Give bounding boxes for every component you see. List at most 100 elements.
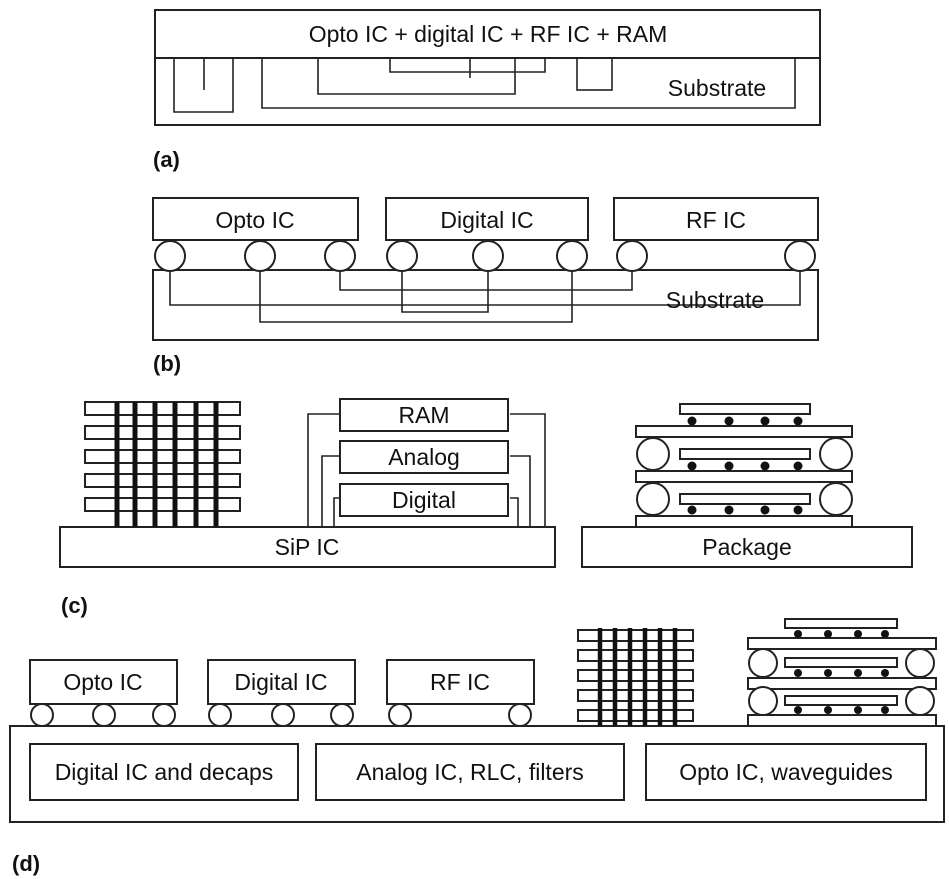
panel-b-chip-opto-label: Opto IC xyxy=(215,207,294,233)
panel-a-via-box xyxy=(576,57,613,91)
panel-d-pop-ball xyxy=(905,648,935,678)
panel-d-stack-die xyxy=(577,649,694,662)
panel-d-embedded-analog-label: Analog IC, RLC, filters xyxy=(356,759,584,785)
panel-d-pop-stack xyxy=(747,618,937,727)
panel-b-route-2 xyxy=(259,270,573,323)
panel-d-ball xyxy=(330,703,354,727)
panel-c-pop-ball xyxy=(636,437,670,471)
panel-b-chip-digital-label: Digital IC xyxy=(440,207,533,233)
panel-c-pop-layer xyxy=(635,470,853,483)
panel-c-pop-layer xyxy=(635,515,853,528)
panel-c-bondwire xyxy=(510,455,531,527)
panel-d-stack-die xyxy=(577,689,694,702)
panel-d-embedded-analog xyxy=(315,743,625,801)
panel-d-tag: (d) xyxy=(12,851,40,876)
panel-c-pop-ball xyxy=(636,482,670,516)
panel-a-substrate xyxy=(154,9,821,126)
panel-d-ball xyxy=(271,703,295,727)
panel-b-ball xyxy=(616,240,648,272)
panel-c-wirebond-stack: RAM Analog Digital xyxy=(307,398,546,527)
panel-d-pop-ball xyxy=(905,686,935,716)
panel-d-stack-die xyxy=(577,669,694,682)
panel-c-tag: (c) xyxy=(61,593,88,618)
panel-c-bondwire xyxy=(510,497,519,527)
panel-c-analog-label: Analog xyxy=(388,444,460,470)
panel-d-chip-rf xyxy=(386,659,535,705)
panel-d-pop-die xyxy=(784,695,898,706)
panel-d-ball xyxy=(208,703,232,727)
panel-c-tsv-lines xyxy=(114,402,219,527)
panel-c-digital-die xyxy=(339,483,509,517)
panel-d-embedded-opto-label: Opto IC, waveguides xyxy=(679,759,893,785)
panel-b-route-4 xyxy=(401,270,489,313)
panel-a-route-mid xyxy=(317,58,516,95)
panel-c-pop-ball xyxy=(819,482,853,516)
panel-c-pop-layer xyxy=(635,425,853,438)
panel-d-chip-digital-label: Digital IC xyxy=(234,669,327,695)
panel-c-stack-die xyxy=(84,497,241,512)
panel-c-stack-die xyxy=(84,473,241,488)
panel-c-stack-die xyxy=(84,401,241,416)
panel-b-tag: (b) xyxy=(153,351,181,376)
panel-a-route-short xyxy=(389,58,546,73)
panel-b: Substrate Opto IC Digital IC RF IC (b) xyxy=(152,197,819,376)
panel-d-chip-opto-label: Opto IC xyxy=(63,669,142,695)
panel-c-pop-die xyxy=(679,403,811,415)
panel-c-bondwire xyxy=(307,413,340,527)
panel-c: SiP IC RAM xyxy=(59,398,913,618)
panel-d-ball xyxy=(152,703,176,727)
panel-c-bondwire xyxy=(321,455,340,527)
panel-d-pop-ball xyxy=(748,648,778,678)
panel-c-stack-die xyxy=(84,425,241,440)
panel-b-substrate-label: Substrate xyxy=(666,287,764,313)
panel-c-package-label: Package xyxy=(702,534,792,560)
panel-c-ram-die xyxy=(339,398,509,432)
panel-d-ball xyxy=(388,703,412,727)
panel-a-tag: (a) xyxy=(153,147,180,172)
panel-b-ball xyxy=(324,240,356,272)
panel-c-pop-ball xyxy=(819,437,853,471)
panel-d-embedded-digital-label: Digital IC and decaps xyxy=(55,759,274,785)
panel-b-chip-opto xyxy=(152,197,359,241)
panel-b-ball xyxy=(154,240,186,272)
panel-b-ball xyxy=(244,240,276,272)
panel-a: Opto IC + digital IC + RF IC + RAM Subst… xyxy=(153,9,821,172)
panel-d-tsv-lines xyxy=(597,628,678,726)
panel-c-pop-stack xyxy=(635,403,853,528)
panel-c-ram-label: RAM xyxy=(398,402,449,428)
panel-b-ball xyxy=(386,240,418,272)
panel-d-pop-layer xyxy=(747,677,937,690)
panel-d-microbumps xyxy=(794,630,889,714)
panel-d-stack-die xyxy=(577,629,694,642)
panel-d-embedded-digital xyxy=(29,743,299,801)
panel-d-ball xyxy=(92,703,116,727)
panel-b-ball xyxy=(784,240,816,272)
panel-b-route-3 xyxy=(339,270,633,291)
panel-c-sip-label: SiP IC xyxy=(275,534,340,560)
panel-d-ball xyxy=(30,703,54,727)
panel-d-pop-layer xyxy=(747,637,937,650)
panel-a-route-long xyxy=(261,58,796,109)
panel-d-ball xyxy=(508,703,532,727)
panel-c-analog-die xyxy=(339,440,509,474)
panel-d-pop-layer xyxy=(747,714,937,727)
panel-d-embedded-opto xyxy=(645,743,927,801)
panel-a-via-left-loop xyxy=(173,58,234,113)
panel-c-pop-die xyxy=(679,493,811,505)
panel-a-substrate-label: Substrate xyxy=(668,75,766,101)
panel-b-ball xyxy=(556,240,588,272)
panel-c-stack-die xyxy=(84,449,241,464)
panel-b-chip-rf-label: RF IC xyxy=(686,207,746,233)
panel-c-tsv-stack xyxy=(84,401,241,527)
panel-d-stack-die xyxy=(577,709,694,722)
panel-b-chip-rf xyxy=(613,197,819,241)
panel-d-tsv-stack xyxy=(577,628,694,726)
panel-d-chip-rf-label: RF IC xyxy=(430,669,490,695)
panel-d-pop-ball xyxy=(748,686,778,716)
panel-b-ball xyxy=(472,240,504,272)
panel-d-pop-die xyxy=(784,657,898,668)
panel-d: Digital IC and decaps Analog IC, RLC, fi… xyxy=(9,618,945,876)
panel-c-digital-label: Digital xyxy=(392,487,456,513)
panel-c-bondwire xyxy=(333,497,340,527)
